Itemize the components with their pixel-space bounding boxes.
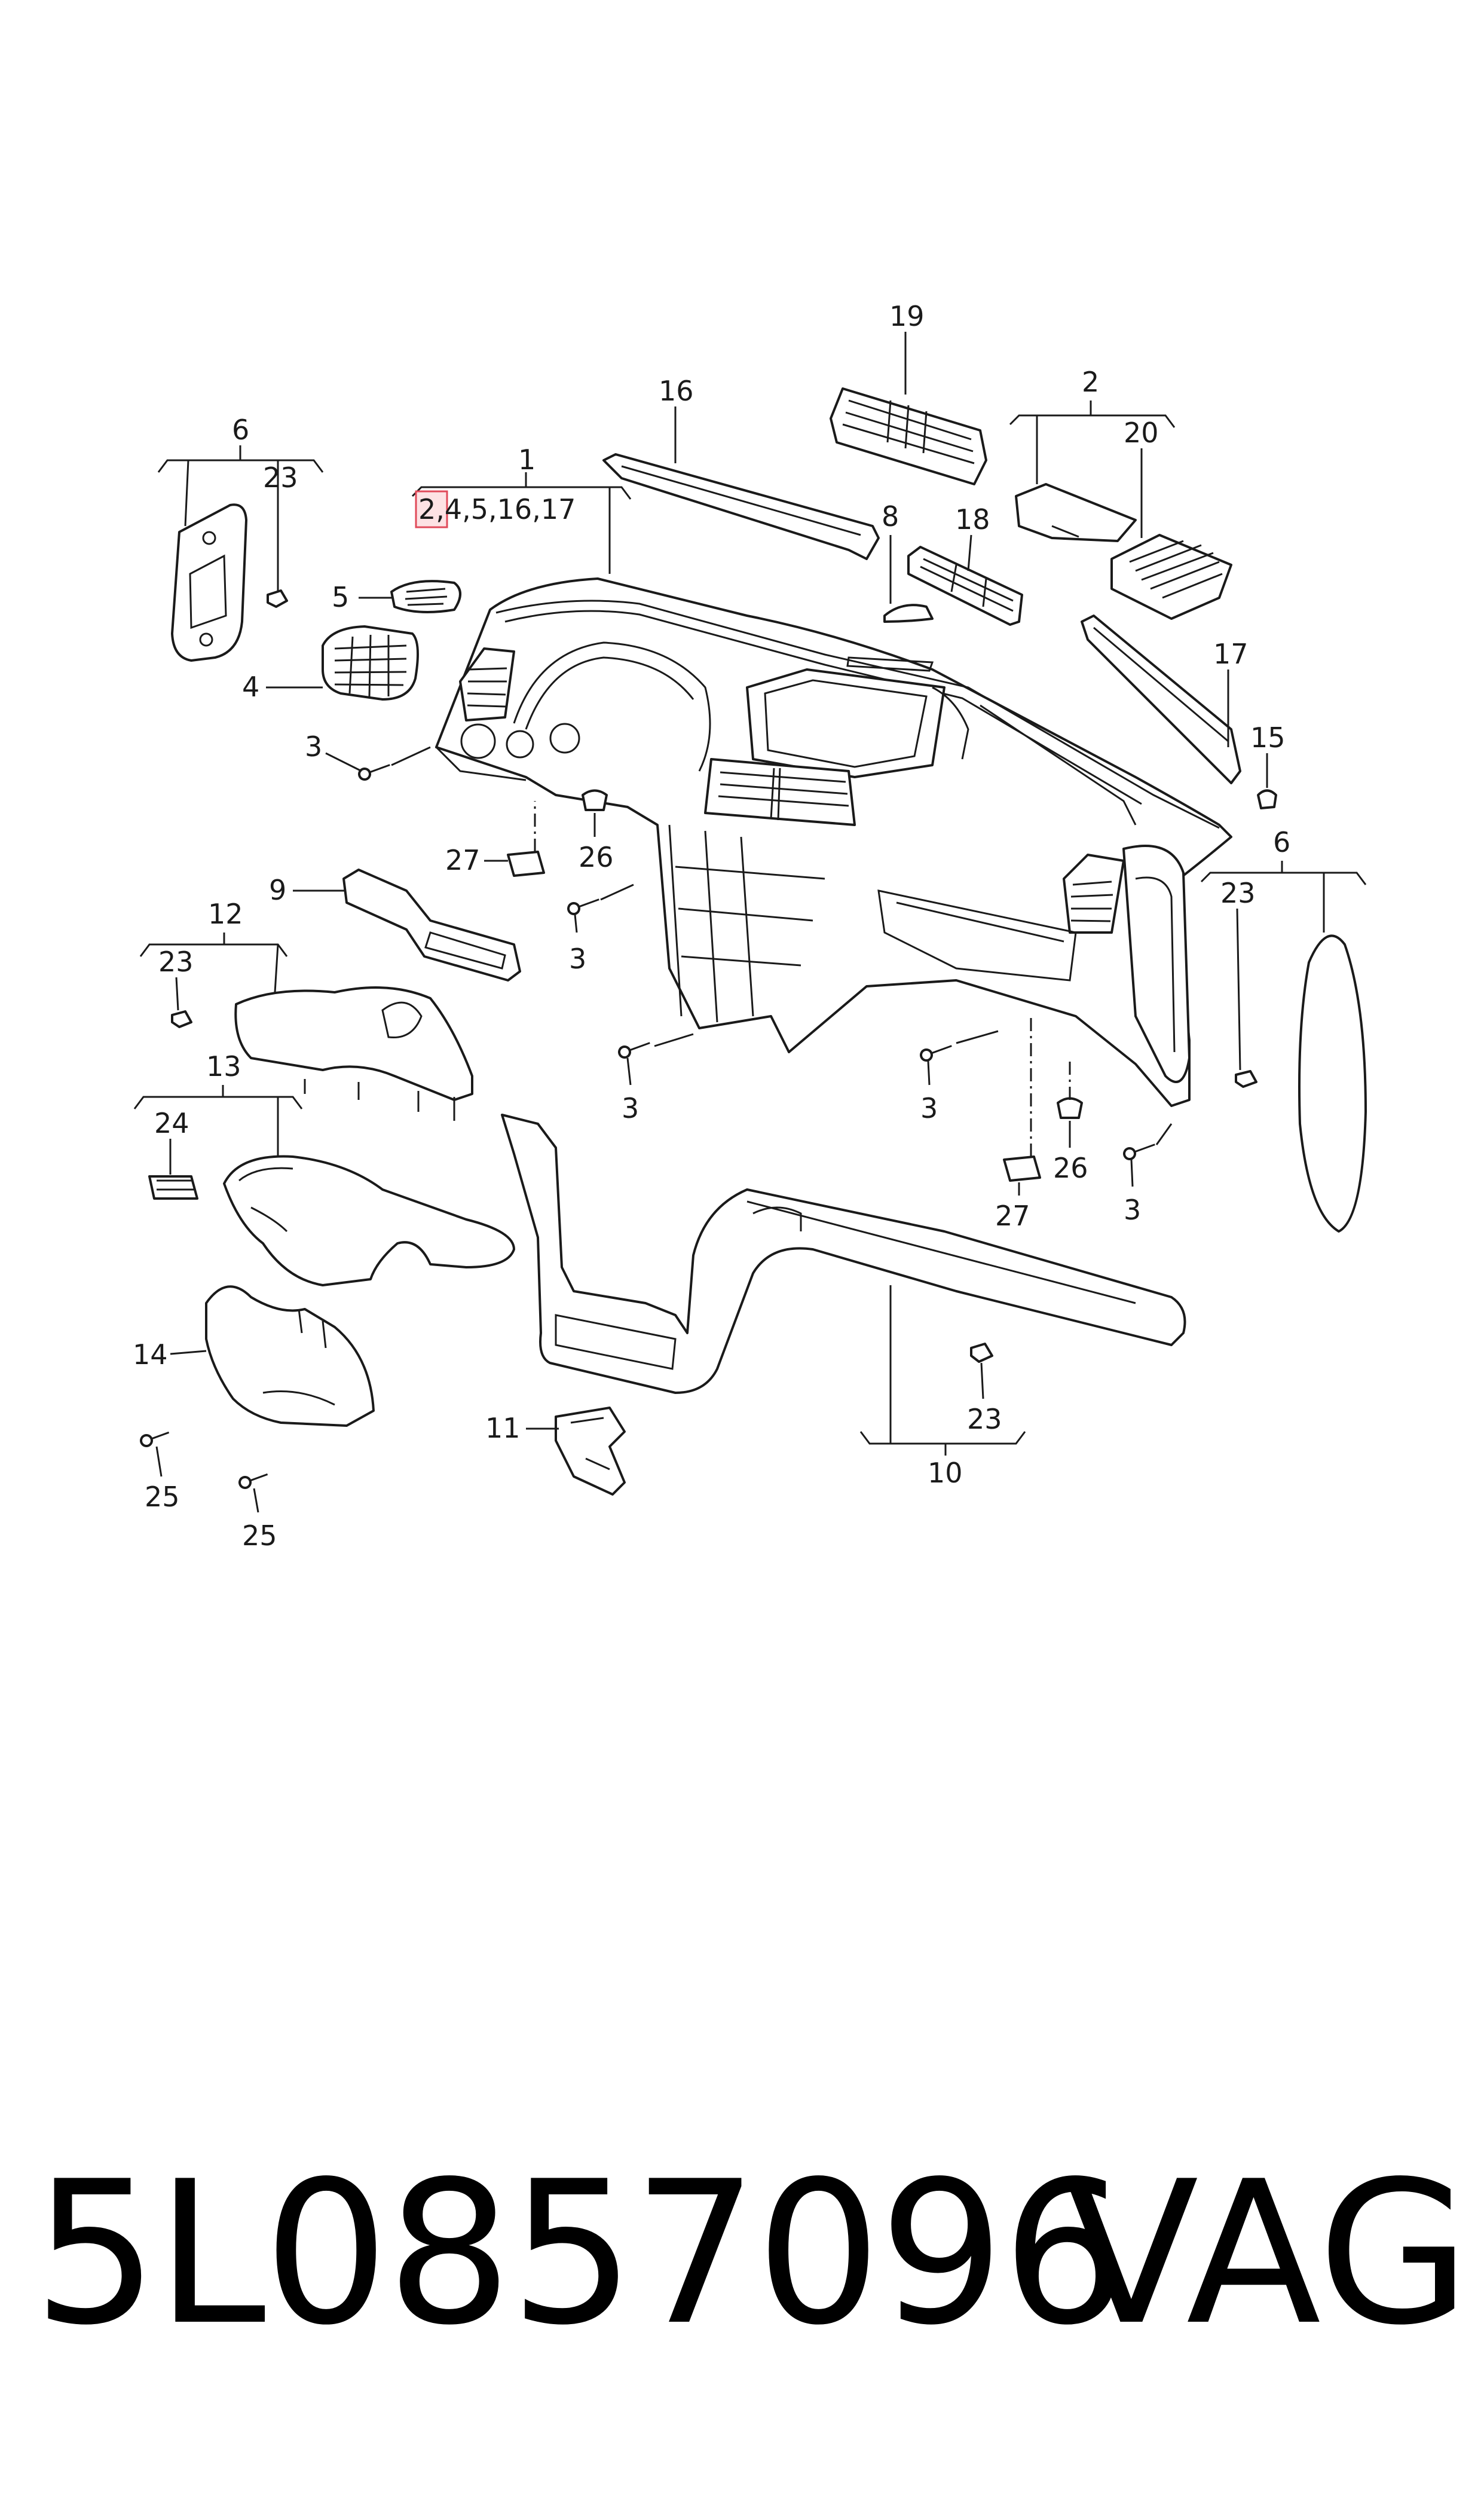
part-25-screws: [140, 1431, 268, 1489]
label-8: 8: [882, 500, 899, 533]
label-4: 4: [242, 671, 259, 703]
part-4-air-vent: [322, 625, 419, 701]
part-26-clip-right: [1057, 1097, 1083, 1119]
part-3-screws: [358, 764, 1155, 1160]
label-2: 2: [1082, 366, 1099, 398]
part-5-small-air-vent: [390, 580, 461, 613]
part-26-clip-left: [582, 789, 608, 811]
label-16: 16: [659, 375, 694, 407]
label-3: 3: [1124, 1194, 1141, 1226]
label-9: 9: [269, 874, 286, 906]
label-3: 3: [920, 1092, 938, 1124]
part-11-bracket: [555, 1407, 626, 1496]
part-6-left-side-panel: [171, 503, 247, 662]
label-15: 15: [1250, 722, 1286, 754]
label-18: 18: [955, 503, 990, 536]
label-12: 12: [208, 898, 243, 930]
label-25: 25: [145, 1481, 180, 1513]
label-19: 19: [889, 300, 925, 332]
leader-lines: [133, 332, 1367, 1513]
part-18-center-grille: [907, 546, 1023, 626]
label-20: 20: [1124, 417, 1159, 449]
label-27: 27: [995, 1200, 1030, 1232]
label-11: 11: [485, 1412, 521, 1444]
label-6: 6: [232, 414, 249, 446]
callout-labels: 1 2,4,5,16,17 2 3 3 3 3 3 4 5 6 6 8 9 10…: [133, 300, 1290, 1552]
part-23-clip-left-top: [267, 589, 288, 608]
part-27-bracket-left: [507, 851, 545, 877]
part-number: 5L0857096: [33, 2139, 1128, 2368]
label-25: 25: [242, 1520, 277, 1552]
label-1-sublist: 2,4,5,16,17: [418, 493, 576, 525]
label-10: 10: [928, 1457, 963, 1489]
part-17-side-defroster-strip: [1081, 615, 1241, 784]
label-3: 3: [622, 1092, 639, 1124]
part-number-footer: 5L0857096 VAG: [0, 2128, 1484, 2379]
part-15-plug: [1257, 789, 1277, 809]
part-23-clip-right: [1235, 1070, 1257, 1088]
part-8-cover-cap: [883, 604, 934, 623]
part-13-column-cover-lower: [223, 1155, 515, 1286]
label-23: 23: [1220, 877, 1256, 909]
part-23-clip-left-mid: [171, 1010, 192, 1028]
label-27: 27: [445, 844, 481, 876]
exploded-parts-diagram: 1 2,4,5,16,17 2 3 3 3 3 3 4 5 6 6 8 9 10…: [133, 300, 1367, 1552]
part-12-column-cover-upper: [234, 986, 473, 1121]
label-17: 17: [1213, 638, 1249, 670]
brand-name: VAG: [1064, 2139, 1471, 2368]
part-24-switch: [148, 1175, 198, 1200]
label-3: 3: [305, 730, 322, 763]
part-19-center-air-vent: [830, 387, 987, 485]
label-3: 3: [569, 943, 586, 975]
label-24: 24: [154, 1107, 189, 1139]
label-14: 14: [133, 1338, 168, 1371]
highlight-box: [415, 490, 448, 528]
part-10-cross-member-trim: [501, 1114, 1186, 1394]
label-23: 23: [158, 946, 194, 978]
label-1: 1: [518, 444, 536, 476]
part-20-speaker-grille: [1110, 534, 1232, 620]
label-6: 6: [1273, 826, 1290, 858]
part-9-trim-strip: [342, 869, 521, 982]
part-1-dashboard-panel: [435, 577, 1232, 1107]
label-26: 26: [579, 841, 614, 873]
label-23: 23: [967, 1403, 1002, 1435]
part-27-bracket-right: [1003, 1155, 1041, 1182]
label-26: 26: [1053, 1152, 1088, 1184]
part-2-cover-plate: [1015, 483, 1137, 542]
label-13: 13: [206, 1050, 241, 1083]
part-16-defroster-strip: [602, 453, 880, 560]
label-5: 5: [332, 581, 349, 613]
label-23: 23: [263, 461, 298, 494]
part-23-clip-lower-center: [970, 1343, 993, 1363]
part-14-knee-bolster-cover: [205, 1285, 375, 1427]
part-6-right-side-panel: [1298, 934, 1367, 1233]
